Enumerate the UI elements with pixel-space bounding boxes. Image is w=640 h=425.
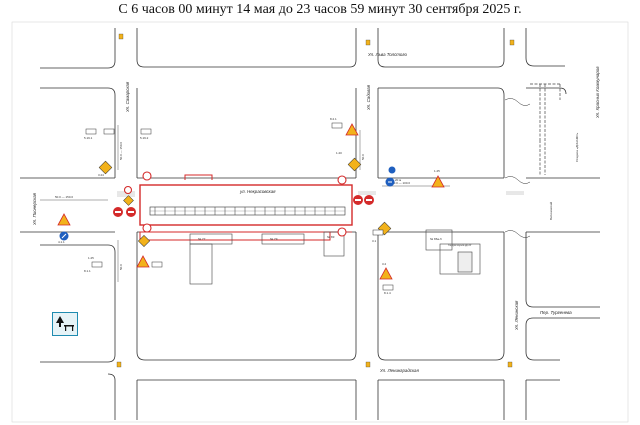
road-works-sign-icon (136, 255, 150, 268)
road-works-sign-icon (57, 213, 71, 226)
street-pionerskaya-label: Ул. Пионерская (32, 192, 37, 225)
road-works-sign-icon (379, 267, 393, 280)
sign-code-6: 1.20 (336, 151, 342, 155)
street-samarskaya-label: Ул. Самарская (125, 81, 130, 112)
street-sadovaya-label: Ул. Садовая (366, 84, 371, 110)
detour-arrow-sign-icon (123, 195, 134, 206)
road-works-sign-icon (431, 175, 445, 188)
restriction-sign-icon (123, 171, 347, 237)
crosswalks (117, 191, 524, 197)
no-entry-sign-icon (364, 195, 374, 205)
street-tolstoy-label: Ул. Льва Толстого (368, 52, 407, 57)
info-plates (85, 122, 394, 291)
sign-code-4: 1.25 (88, 256, 94, 260)
building-83-label: № 83 (327, 235, 335, 239)
street-leningradskaya-label: Ул. Ленинградская (380, 368, 419, 373)
measure-3: 50.0 — 100.0 (392, 181, 410, 185)
sign-code-1: 5.19.1 (84, 136, 93, 140)
sign-code-12: 3.2 (382, 262, 387, 266)
traffic-light-icon (116, 361, 122, 368)
picnic-area-icon (52, 312, 78, 336)
detour-arrow-sign-icon (347, 157, 362, 172)
sign-code-11: 1.25 (434, 169, 440, 173)
detour-arrow-sign-icon (98, 160, 113, 175)
traffic-light-icon (118, 33, 124, 40)
sign-code-10: 8.1.4 (384, 291, 391, 295)
dou-territory-label: Территория ДОУ (448, 243, 471, 247)
sign-code-3: 3.24 (98, 173, 104, 177)
sign-code-2: 5.19.2 (140, 136, 149, 140)
sign-code-9: 3.1 (372, 239, 377, 243)
detour-arrow-sign-icon (137, 234, 151, 248)
measure-1: 50.0 — 150.0 (55, 195, 73, 199)
direction-sign-icon (385, 177, 395, 187)
street-turgeneva-label: Пер. Тургенева (540, 310, 572, 315)
traffic-light-icon (365, 361, 371, 368)
stadium-label: Стадион «ДИНАМО» (575, 132, 579, 162)
building-86-label: № 86а-б (430, 237, 442, 241)
street-krasnykh-kommunarov-label: Ул. Красных Коммунаров (595, 66, 600, 118)
direction-sign-icon (59, 231, 69, 241)
tram-track (539, 84, 546, 175)
direction-sign-icon (388, 166, 396, 174)
no-entry-sign-icon (126, 207, 136, 217)
buildings (189, 229, 481, 285)
sign-code-8: 4.1.1 (58, 240, 65, 244)
measure-5: 50.0 (119, 264, 123, 270)
building-79-label: № 79 (270, 237, 278, 241)
page-title: С 6 часов 00 минут 14 мая до 23 часов 59… (118, 2, 522, 17)
measure-6: 50.0 (361, 154, 365, 160)
measure-2: 50.0 — 150.0 (119, 142, 123, 160)
vilonovsky-label: Вилоновский (549, 201, 553, 220)
closed-road-section (139, 174, 353, 241)
road-works-sign-icon (345, 123, 359, 136)
traffic-light-icon (507, 361, 513, 368)
sign-code-7: 8.2.1 (330, 117, 337, 121)
road-network (20, 28, 600, 420)
sign-code-5: 8.1.1 (84, 269, 91, 273)
traffic-light-icon (509, 39, 515, 46)
no-entry-sign-icon (113, 207, 123, 217)
no-entry-sign-icon (353, 195, 363, 205)
measure-4: 20 м (395, 178, 401, 182)
street-leninskaya-label: Ул. Ленинская (514, 300, 519, 330)
building-77-label: № 77 (198, 237, 206, 241)
traffic-light-icon (365, 39, 371, 46)
street-nekrasovskaya-label: ул. Некрасовская (239, 189, 276, 194)
